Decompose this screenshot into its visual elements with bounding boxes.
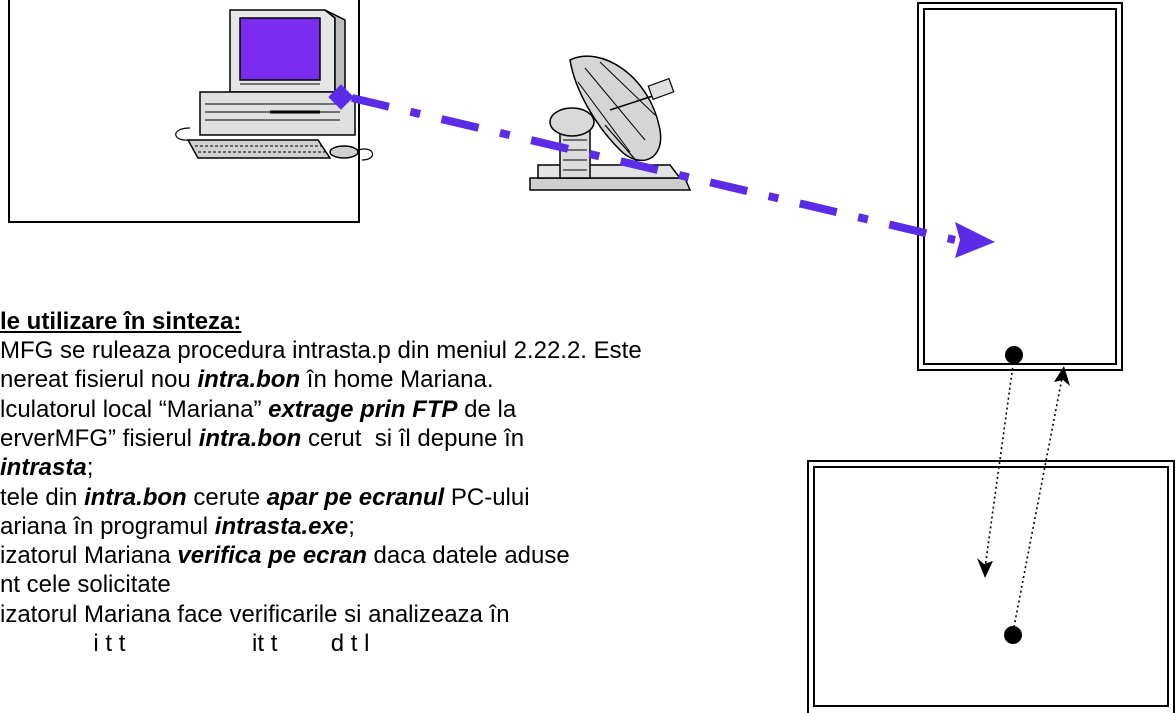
step-text: PC-ului	[444, 483, 530, 511]
step-line: i t t it t d t l	[0, 629, 369, 658]
step-line: ariana în programul intrasta.exe;	[0, 512, 355, 541]
step-text: ariana în programul	[0, 512, 215, 540]
emphasis-text: intrasta.exe	[214, 512, 349, 540]
computer-frame	[8, 0, 360, 223]
server-frame	[917, 2, 1123, 371]
step-text: erverMFG” fisierul	[0, 424, 199, 452]
step-line: izatorul Mariana face verificarile si an…	[0, 600, 510, 629]
step-text: ;	[348, 512, 355, 540]
step-text: nereat fisierul nou	[0, 366, 198, 394]
step-text: lculatorul local “Mariana”	[0, 395, 269, 423]
usage-heading: le utilizare în sinteza:	[0, 308, 242, 335]
step-line: nereat fisierul nou intra.bon în home Ma…	[0, 365, 494, 394]
step-line: izatorul Mariana verifica pe ecran daca …	[0, 541, 570, 570]
local-pc-frame	[807, 460, 1175, 713]
link-arrows	[977, 346, 1070, 644]
step-text: i t t it t d t l	[0, 630, 370, 657]
step-line: intrasta;	[0, 453, 93, 482]
step-text: izatorul Mariana face verificarile si an…	[0, 600, 510, 628]
step-text: cerut si îl depune în	[301, 424, 525, 452]
step-line: tele din intra.bon cerute apar pe ecranu…	[0, 483, 530, 512]
step-line: MFG se ruleaza procedura intrasta.p din …	[0, 336, 642, 365]
step-text: ;	[86, 454, 94, 482]
step-text: daca datele aduse	[366, 542, 570, 570]
step-text: în home Mariana.	[300, 366, 494, 394]
emphasis-text: intrasta	[0, 454, 87, 482]
emphasis-text: intra.bon	[84, 483, 187, 511]
emphasis-text: intra.bon	[198, 424, 302, 452]
step-text: de la	[457, 395, 517, 423]
step-line: lculatorul local “Mariana” extrage prin …	[0, 395, 516, 424]
emphasis-text: apar pe ecranul	[266, 483, 445, 511]
emphasis-text: extrage prin FTP	[268, 395, 458, 423]
emphasis-text: intra.bon	[197, 366, 301, 394]
step-text: izatorul Mariana	[0, 542, 178, 570]
satellite-dish-icon	[529, 55, 692, 191]
transmission-arrow	[328, 84, 995, 258]
step-text: MFG se ruleaza procedura intrasta.p din …	[0, 337, 642, 364]
emphasis-text: verifica pe ecran	[177, 542, 367, 570]
usage-steps: le utilizare în sinteza: MFG se ruleaza …	[0, 300, 890, 657]
step-line: erverMFG” fisierul intra.bon cerut si îl…	[0, 424, 524, 453]
step-line: nt cele solicitate	[0, 570, 171, 599]
local-endpoint-dot	[1004, 626, 1022, 644]
step-text: nt cele solicitate	[0, 571, 171, 599]
desktop-computer-icon	[175, 9, 373, 161]
server-endpoint-dot	[1005, 346, 1023, 364]
step-text: cerute	[186, 483, 267, 511]
step-text: tele din	[0, 483, 85, 511]
